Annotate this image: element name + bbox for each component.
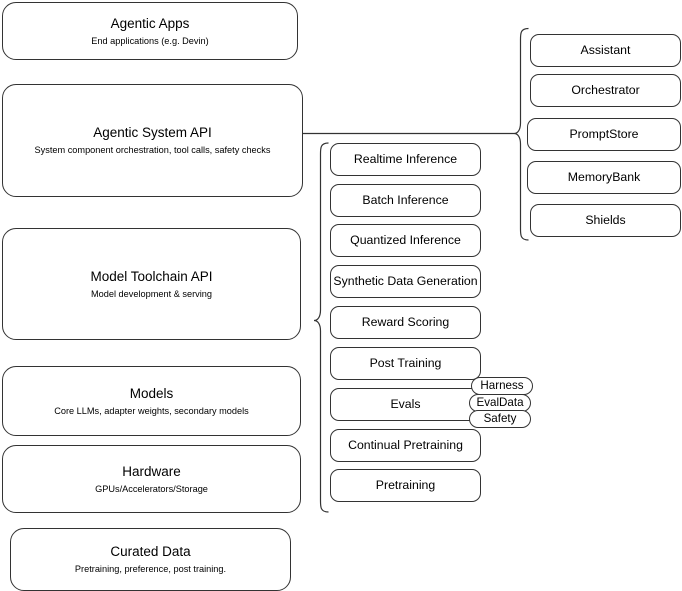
eval-pill-label: EvalData — [476, 396, 524, 410]
stack-box-title: Agentic System API — [93, 125, 212, 140]
toolchain-box-evals[interactable]: Evals — [330, 388, 481, 421]
stack-box-subtitle: Pretraining, preference, post training. — [74, 564, 227, 574]
stack-box-title: Curated Data — [110, 544, 191, 559]
stack-box-subtitle: GPUs/Accelerators/Storage — [95, 483, 208, 494]
toolchain-box-title: Realtime Inference — [353, 152, 458, 166]
toolchain-box-pretraining[interactable]: Pretraining — [330, 469, 481, 502]
agentic-box-promptstore[interactable]: PromptStore — [527, 118, 681, 151]
agentic-box-title: Assistant — [580, 43, 631, 57]
stack-box-agentic-system-api[interactable]: Agentic System API System component orch… — [2, 84, 303, 197]
stack-box-curated-data[interactable]: Curated Data Pretraining, preference, po… — [10, 528, 291, 591]
agentic-box-assistant[interactable]: Assistant — [530, 34, 681, 67]
stack-box-subtitle: End applications (e.g. Devin) — [91, 35, 209, 46]
eval-pill-harness[interactable]: Harness — [471, 377, 533, 395]
toolchain-box-realtime-inference[interactable]: Realtime Inference — [330, 143, 481, 176]
agentic-box-orchestrator[interactable]: Orchestrator — [530, 74, 681, 107]
stack-box-subtitle: Model development & serving — [90, 288, 213, 299]
agentic-box-memorybank[interactable]: MemoryBank — [527, 161, 681, 194]
toolchain-box-batch-inference[interactable]: Batch Inference — [330, 184, 481, 217]
toolchain-box-reward-scoring[interactable]: Reward Scoring — [330, 306, 481, 339]
stack-box-title: Model Toolchain API — [90, 268, 213, 284]
toolchain-box-title: Evals — [390, 397, 421, 411]
toolchain-box-title: Post Training — [369, 356, 442, 370]
toolchain-box-continual-pretraining[interactable]: Continual Pretraining — [330, 429, 481, 462]
eval-pill-label: Harness — [480, 379, 524, 393]
toolchain-box-title: Quantized Inference — [350, 233, 461, 247]
brace-toolchain-components — [313, 142, 329, 513]
stack-box-title: Hardware — [122, 463, 181, 479]
toolchain-box-title: Synthetic Data Generation — [333, 274, 478, 288]
toolchain-box-title: Reward Scoring — [361, 315, 450, 329]
eval-pill-label: Safety — [483, 412, 517, 426]
stack-box-subtitle: Core LLMs, adapter weights, secondary mo… — [54, 405, 249, 416]
toolchain-box-post-training[interactable]: Post Training — [330, 347, 481, 380]
stack-box-hardware[interactable]: Hardware GPUs/Accelerators/Storage — [2, 445, 301, 513]
toolchain-box-title: Continual Pretraining — [348, 438, 463, 452]
stack-box-subtitle: System component orchestration, tool cal… — [34, 145, 271, 155]
toolchain-box-synthetic-data-generation[interactable]: Synthetic Data Generation — [330, 265, 481, 298]
stack-box-title: Agentic Apps — [110, 15, 190, 31]
toolchain-box-quantized-inference[interactable]: Quantized Inference — [330, 224, 481, 257]
eval-pill-safety[interactable]: Safety — [469, 410, 531, 428]
agentic-box-title: MemoryBank — [567, 170, 641, 184]
toolchain-box-title: Batch Inference — [362, 193, 449, 207]
agentic-box-shields[interactable]: Shields — [530, 204, 681, 237]
agentic-box-title: PromptStore — [569, 127, 639, 141]
stack-box-agentic-apps[interactable]: Agentic Apps End applications (e.g. Devi… — [2, 2, 298, 60]
stack-box-model-toolchain-api[interactable]: Model Toolchain API Model development & … — [2, 228, 301, 340]
toolchain-box-title: Pretraining — [375, 478, 436, 492]
stack-box-models[interactable]: Models Core LLMs, adapter weights, secon… — [2, 366, 301, 436]
stack-box-title: Models — [129, 385, 174, 401]
agentic-box-title: Orchestrator — [571, 83, 640, 97]
agentic-box-title: Shields — [585, 213, 626, 227]
